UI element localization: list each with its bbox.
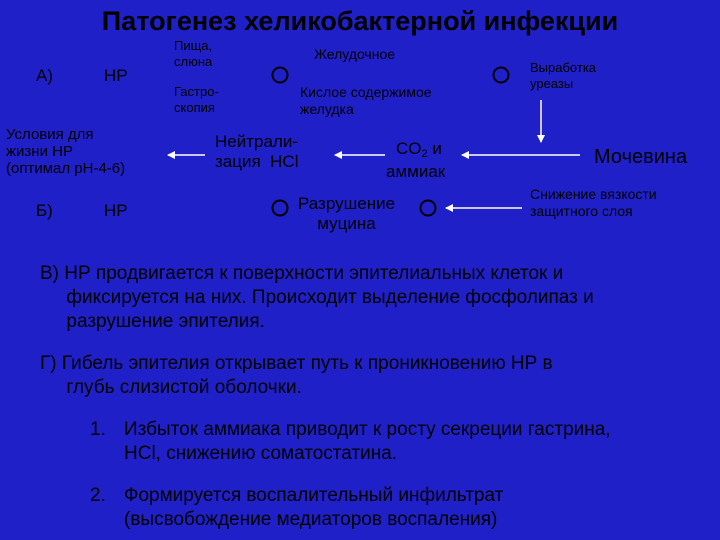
paragraph-g: Г) Гибель эпителия открывает путь к прон… [40, 353, 553, 398]
acid-contents-label: Кислое содержимое желудка [300, 84, 432, 117]
co2-label: CO2 и [396, 139, 442, 160]
node-circle-2 [492, 66, 510, 84]
row-b-label: Б) [36, 201, 53, 220]
list-item-1-text: Избыток аммиака приводит к росту секреци… [124, 419, 611, 464]
co2-main: CO [396, 139, 422, 158]
urea-label: Мочевина [594, 146, 688, 168]
co2-sub: 2 [421, 148, 428, 160]
gastric-label: Желудочное [314, 46, 396, 62]
node-circle-3 [271, 199, 289, 217]
list-item-2-text: Формируется воспалительный инфильтрат (в… [124, 485, 504, 530]
neutralization-label: Нейтрали- зация HCl [215, 132, 299, 171]
row-b-hp: НР [104, 201, 128, 220]
row-a-label: А) [36, 66, 53, 85]
mucin-label: Разрушение муцина [298, 194, 396, 233]
paragraph-v: В) НР продвигается к поверхности эпители… [40, 263, 594, 332]
viscosity-label: Снижение вязкости защитного слоя [530, 186, 657, 219]
list-item-2-number: 2. [90, 485, 106, 506]
conditions-label: Условия для жизни НР (оптимал рН-4-6) [6, 126, 126, 177]
gastroscopy-label: Гастро- скопия [174, 84, 219, 115]
row-a-hp: НР [104, 66, 128, 85]
node-circle-1 [271, 66, 289, 84]
co2-rest: и [427, 139, 442, 158]
node-circle-4 [419, 199, 437, 217]
food-saliva-label: Пища, слюна [174, 38, 213, 69]
page-title: Патогенез хеликобактерной инфекции [101, 6, 619, 36]
urease-label: Выработка уреазы [530, 60, 597, 91]
ammonia-label: аммиак [386, 162, 446, 181]
list-item-1-number: 1. [90, 419, 106, 440]
